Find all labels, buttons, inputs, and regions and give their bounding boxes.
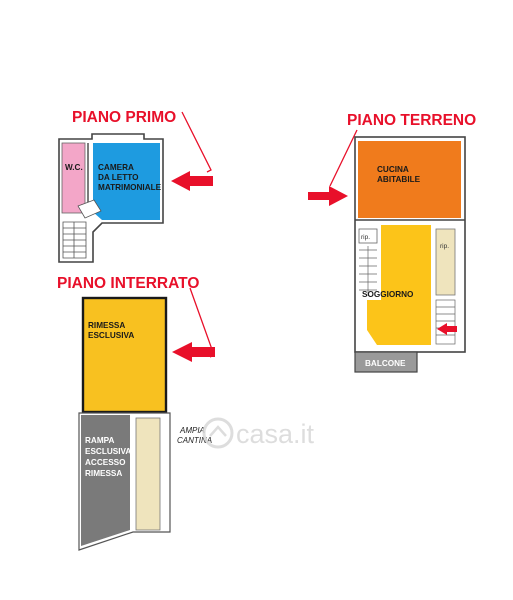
watermark-house-icon [209,425,227,437]
soggiorno-room [367,225,431,345]
piano-primo-title: PIANO PRIMO [72,109,176,126]
ripostiglio-2 [435,228,456,296]
ripostiglio-1 [358,228,378,244]
rip1-label: rip. [361,234,370,241]
piano-interrato-arrow [172,342,215,362]
wc-label: W.C. [65,163,83,172]
camera-label-line1: CAMERA [98,163,134,172]
cucina-label-line2: ABITABILE [377,175,421,184]
cantina-label-line1: AMPIA [179,426,205,435]
watermark-text: casa.it [236,419,315,449]
piano-primo-arrow [171,171,213,191]
piano-primo-section: PIANO PRIMO W.C. CAMERA DA LETTO MATRIMO… [58,109,213,263]
soggiorno-label: SOGGIORNO [362,290,414,299]
piano-primo-leader-line [181,111,212,173]
terreno-stairs-right [435,299,456,345]
terreno-stairs-left [359,246,377,296]
balcone-label: BALCONE [365,359,406,368]
cantina-room [135,417,161,531]
camera-label-line2: DA LETTO [98,173,139,182]
rampa-label-line2: ESCLUSIVA [85,447,131,456]
rip2-label: rip. [440,243,449,250]
ingresso-arrow [437,323,457,335]
piano-terreno-title: PIANO TERRENO [347,112,476,129]
rampa-label-line4: RIMESSA [85,469,122,478]
rampa-label-line3: ACCESSO [85,458,126,467]
rampa-label-line1: RAMPA [85,436,114,445]
camera-da-letto-room [93,143,160,220]
rimessa-label-line2: ESCLUSIVA [88,331,134,340]
piano-interrato-section: PIANO INTERRATO RIMESSA ESCLUSIVA RAMPA … [57,275,215,551]
cucina-label-line1: CUCINA [377,165,409,174]
piano-interrato-leader-line [189,287,215,358]
watermark-logo-icon [202,417,234,449]
camera-label-line3: MATRIMONIALE [98,183,162,192]
balcone-area [354,351,418,373]
rimessa-label-line1: RIMESSA [88,321,125,330]
rimessa-room [81,296,168,414]
wc-room [61,142,86,214]
watermark: casa.it [202,417,315,449]
cucina-room [358,141,461,218]
piano-terreno-section: PIANO TERRENO [308,112,476,373]
primo-stairs [62,199,102,259]
rampa-area [81,415,130,546]
piano-interrato-title: PIANO INTERRATO [57,275,199,292]
piano-terreno-arrow [308,186,348,206]
cantina-label-line2: CANTINA [177,436,212,445]
piano-terreno-leader-line [329,129,358,187]
